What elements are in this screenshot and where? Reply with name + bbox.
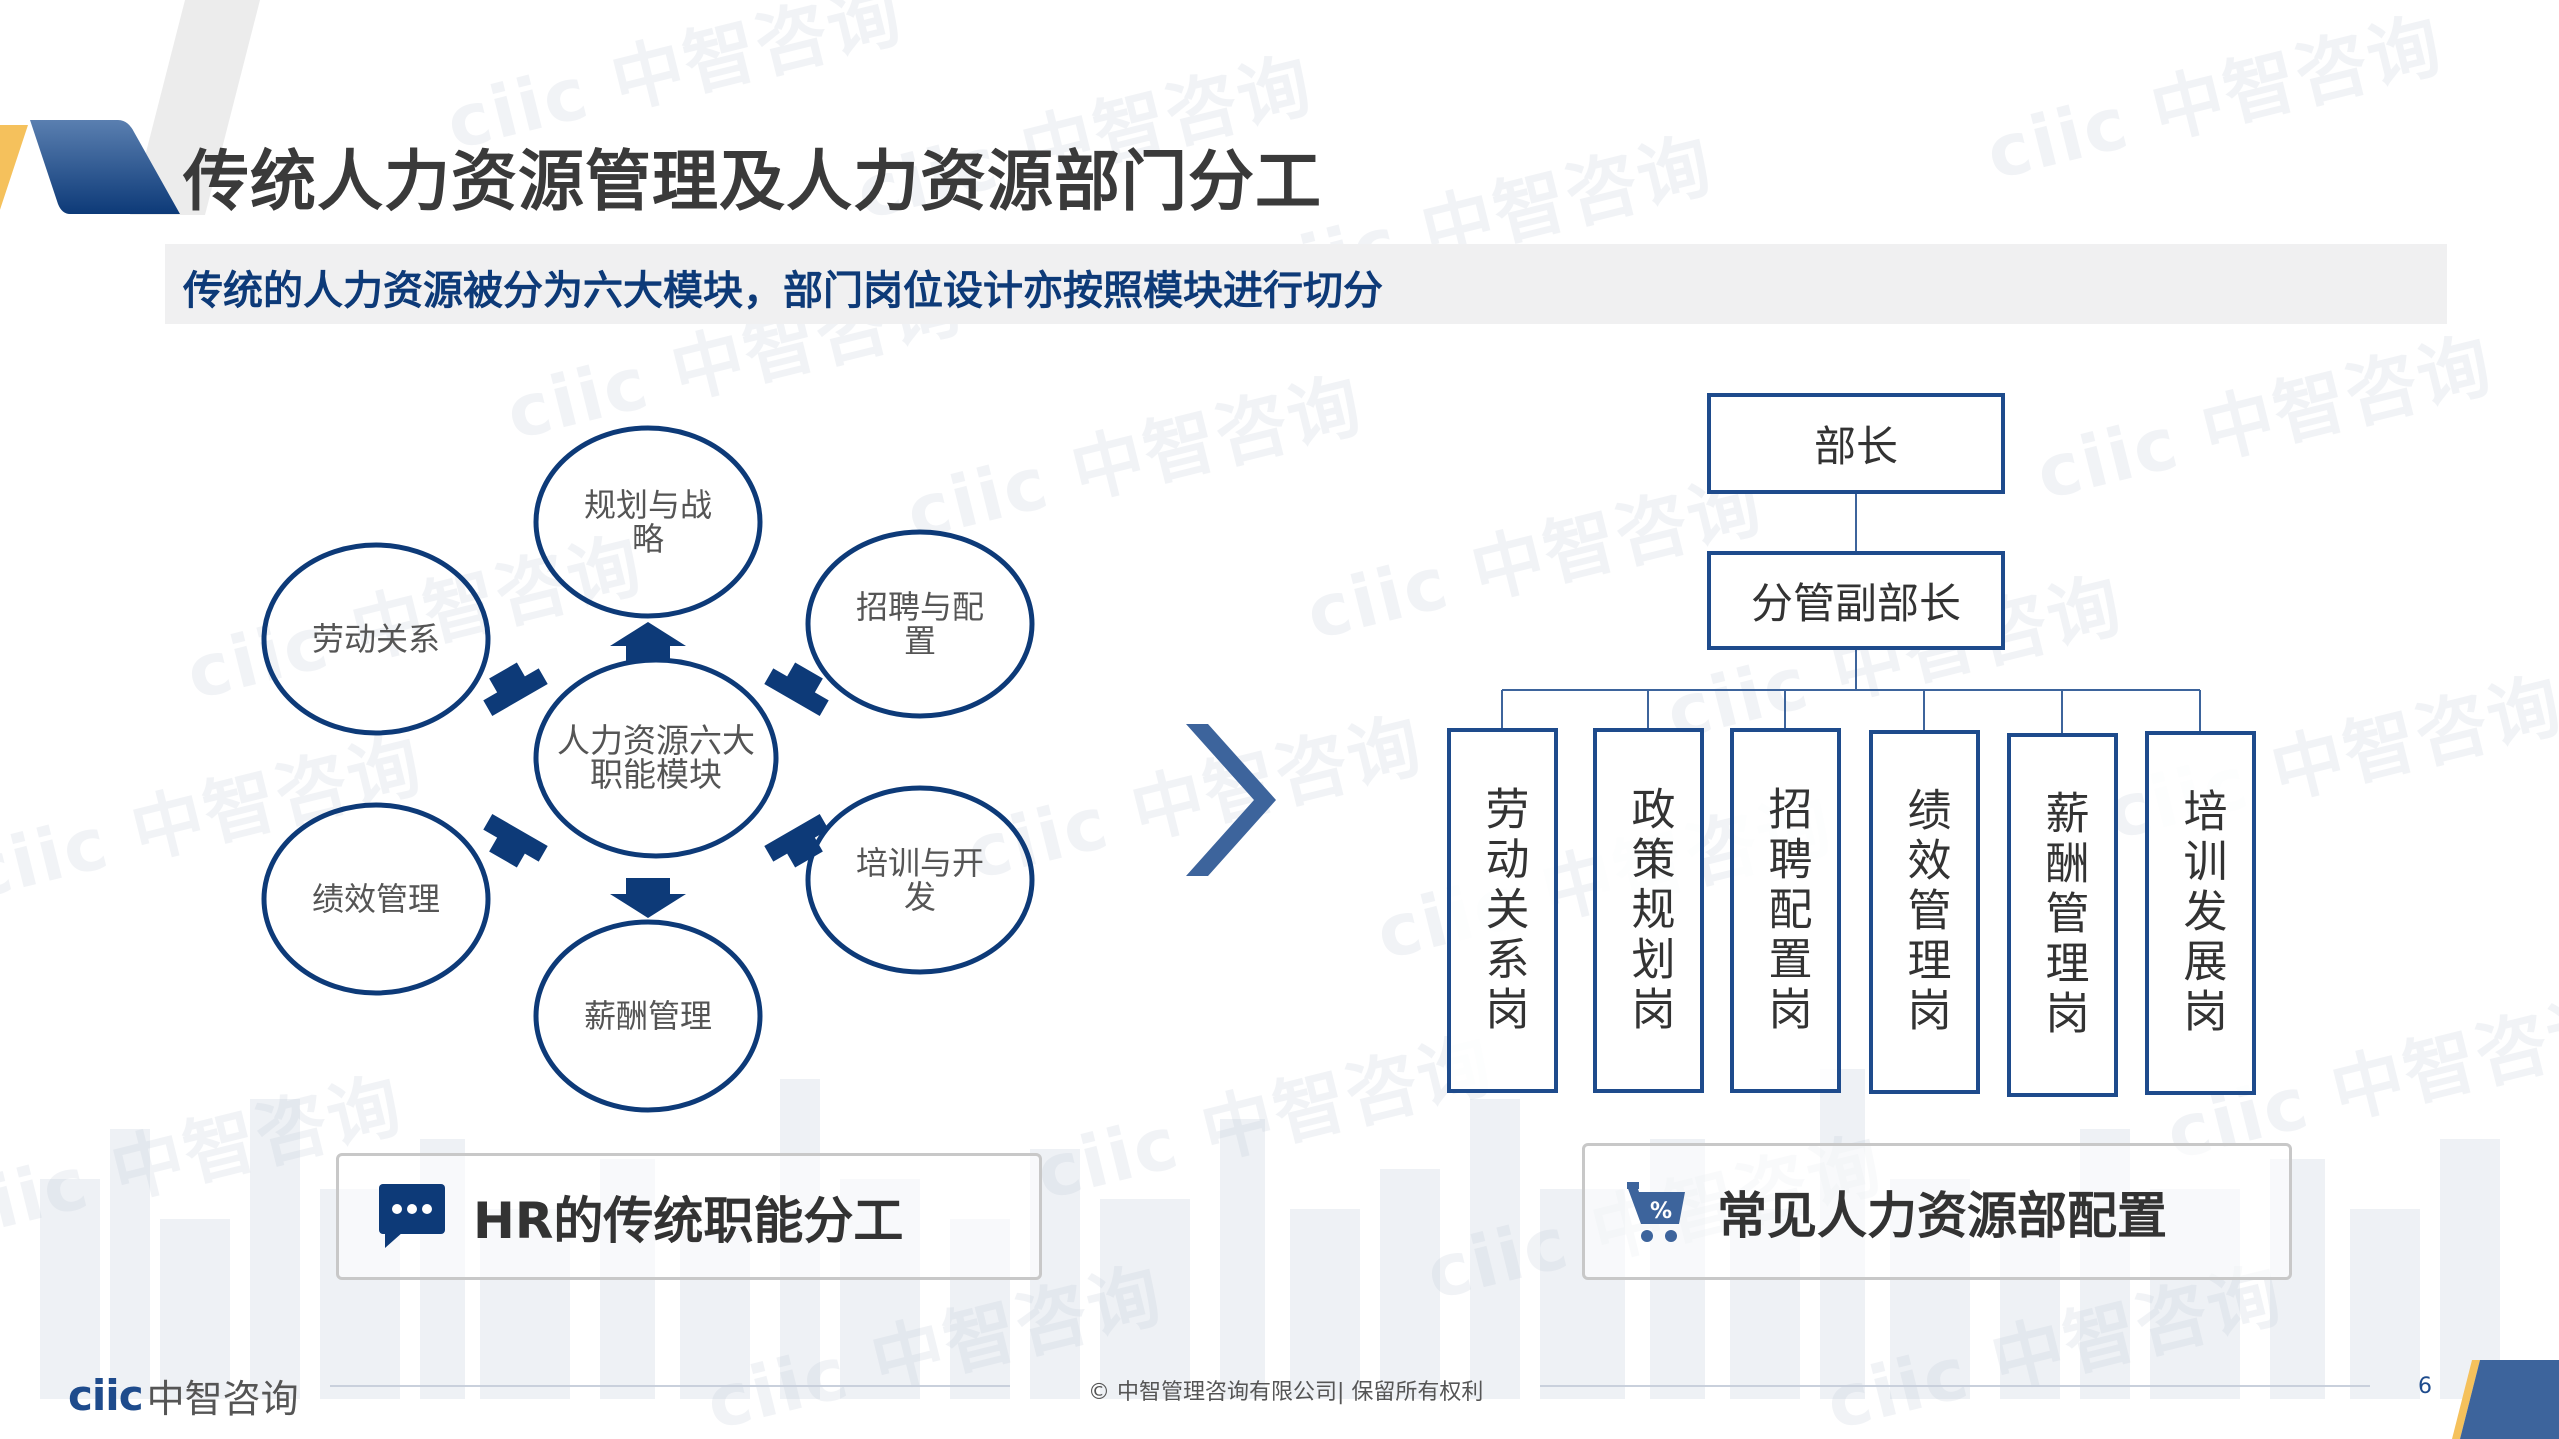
org-position-label: 招聘配置岗	[1760, 785, 1812, 1036]
org-position-box: 培训发展岗	[2145, 731, 2256, 1095]
caption-hr-dept-config-text: 常见人力资源部配置	[1717, 1186, 2167, 1245]
org-position-label: 薪酬管理岗	[2037, 790, 2089, 1040]
footer-divider	[1540, 1385, 2370, 1387]
footer-logo: ciic 中智咨询	[68, 1368, 299, 1423]
org-position-label: 劳动关系岗	[1477, 785, 1529, 1036]
module-planning: 规划与战 略	[540, 440, 756, 604]
module-label: 绩效管理	[311, 880, 440, 918]
org-position-box: 政策规划岗	[1593, 728, 1704, 1093]
footer-divider	[330, 1385, 1010, 1387]
module-center-line1: 人力资源六大	[557, 721, 755, 760]
org-position-label: 培训发展岗	[2175, 788, 2227, 1038]
watermark: ciic 中智咨询	[1978, 1, 2451, 196]
module-label: 劳动关系	[311, 620, 440, 658]
org-position-box: 薪酬管理岗	[2007, 733, 2118, 1097]
org-head-label: 部长	[1813, 422, 1898, 471]
module-label: 规划与战	[583, 486, 712, 524]
page-title: 传统人力资源管理及人力资源部门分工	[183, 143, 1322, 220]
org-deputy-box: 分管副部长	[1707, 551, 2005, 650]
footer-copyright: © 中智管理咨询有限公司| 保留所有权利	[1088, 1380, 1484, 1405]
module-label: 招聘与配	[855, 588, 984, 626]
subtitle-bar: 传统的人力资源被分为六大模块，部门岗位设计亦按照模块进行切分	[165, 244, 2447, 324]
org-deputy-label: 分管副部长	[1750, 579, 1961, 628]
module-label: 置	[903, 622, 936, 660]
org-position-box: 绩效管理岗	[1869, 730, 1980, 1094]
module-recruiting: 招聘与配 置	[812, 542, 1028, 706]
module-performance: 绩效管理	[268, 817, 484, 981]
corner-decoration	[2452, 1360, 2559, 1439]
module-center: 人力资源六大 职能模块	[540, 680, 772, 836]
module-compensation: 薪酬管理	[540, 934, 756, 1098]
module-label: 培训与开	[855, 844, 984, 882]
module-center-line2: 职能模块	[590, 755, 722, 794]
caption-hr-dept-config: % 常见人力资源部配置	[1582, 1143, 2292, 1280]
page-subtitle: 传统的人力资源被分为六大模块，部门岗位设计亦按照模块进行切分	[183, 268, 1383, 314]
org-position-label: 绩效管理岗	[1899, 787, 1951, 1037]
module-labor: 劳动关系	[268, 557, 484, 721]
chat-bubble-icon	[379, 1183, 445, 1248]
svg-text:%: %	[1650, 1199, 1672, 1224]
org-position-label: 政策规划岗	[1623, 785, 1675, 1036]
org-position-box: 劳动关系岗	[1447, 728, 1558, 1093]
module-label: 略	[631, 520, 664, 558]
page-number: 6	[2418, 1374, 2432, 1399]
caption-hr-functions: HR的传统职能分工	[336, 1153, 1042, 1280]
watermark: ciic 中智咨询	[1298, 461, 1771, 656]
logo-chinese: 中智咨询	[146, 1377, 299, 1421]
org-position-box: 招聘配置岗	[1730, 728, 1841, 1093]
shopping-cart-percent-icon: %	[1627, 1181, 1685, 1242]
module-training: 培训与开 发	[812, 798, 1028, 962]
chevron-right-icon	[1186, 724, 1276, 876]
watermark: ciic 中智咨询	[2028, 321, 2501, 516]
hr-modules-diagram	[261, 425, 1035, 1113]
logo-latin: ciic	[68, 1371, 144, 1420]
module-label: 发	[903, 878, 936, 916]
org-head-box: 部长	[1707, 393, 2005, 494]
caption-hr-functions-text: HR的传统职能分工	[473, 1191, 904, 1250]
module-label: 薪酬管理	[583, 997, 712, 1035]
